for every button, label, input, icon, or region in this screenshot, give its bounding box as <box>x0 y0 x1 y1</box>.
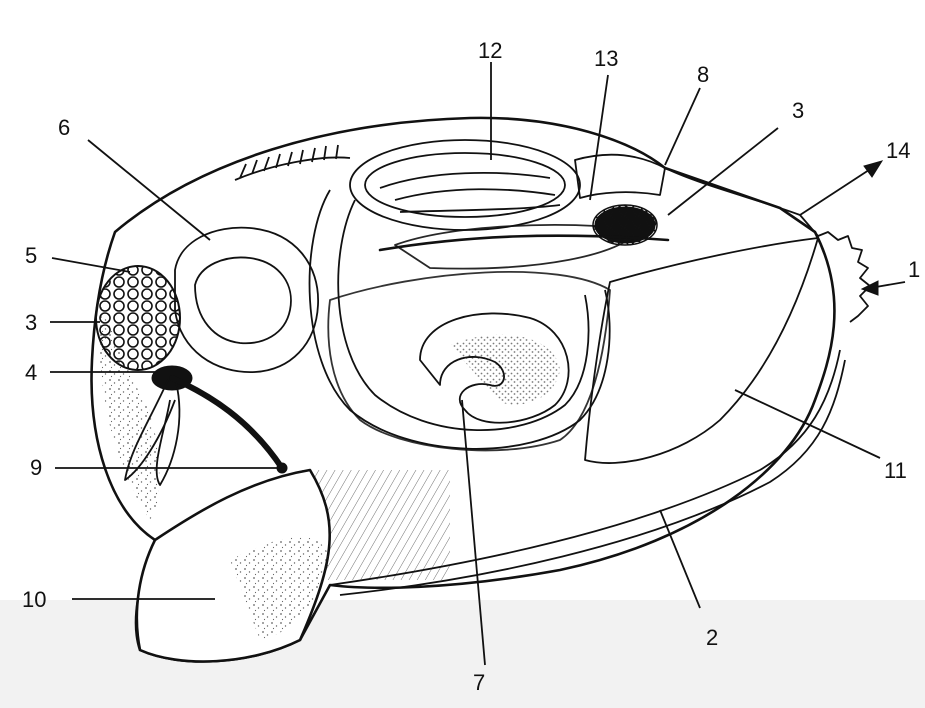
label-7: 7 <box>473 670 485 695</box>
label-10: 10 <box>22 587 46 612</box>
label-11: 11 <box>884 458 907 483</box>
label-2: 2 <box>706 625 718 650</box>
exhalant-arrow <box>800 161 882 215</box>
label-14: 14 <box>886 138 910 163</box>
inhalant-arrow <box>862 281 905 295</box>
label-9: 9 <box>30 455 42 480</box>
label-5: 5 <box>25 243 37 268</box>
label-3-posterior: 3 <box>792 98 804 123</box>
label-8: 8 <box>697 62 709 87</box>
label-6: 6 <box>58 115 70 140</box>
label-12: 12 <box>478 38 502 63</box>
label-1: 1 <box>908 257 920 282</box>
label-3-anterior: 3 <box>25 310 37 335</box>
label-4: 4 <box>25 360 37 385</box>
stomach <box>350 140 580 230</box>
label-13: 13 <box>594 46 618 71</box>
